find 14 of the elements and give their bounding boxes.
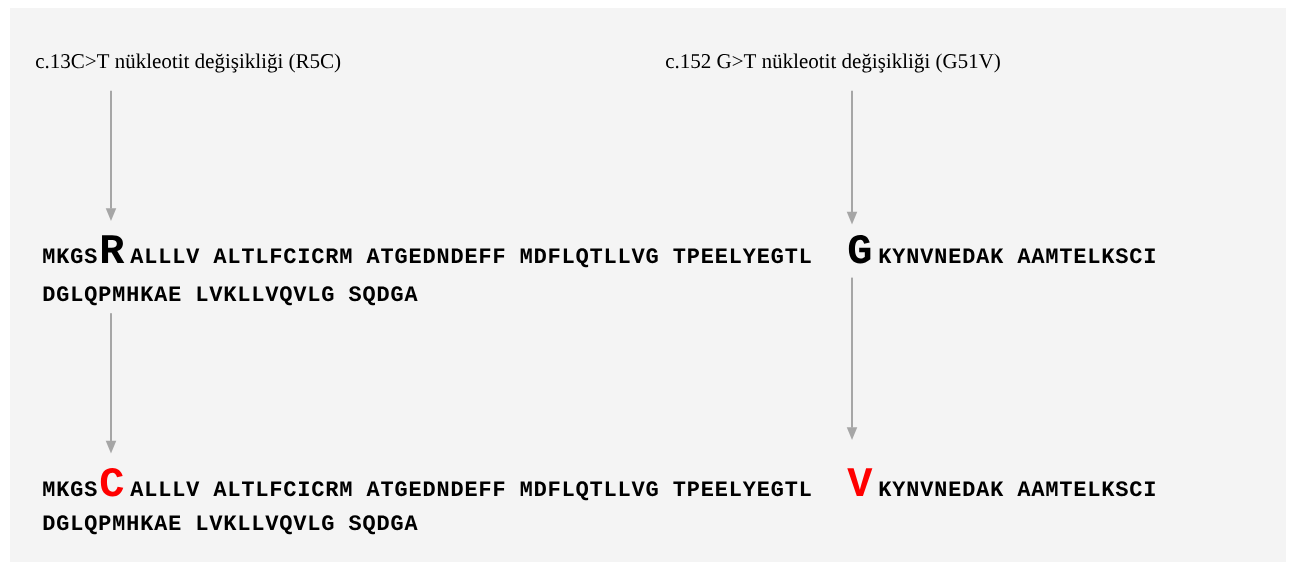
sequence-text: KYNVNEDAK AAMTELKSCI: [879, 481, 1155, 497]
residue-letter: G: [848, 234, 871, 264]
sequence-text: DGLQPMHKAE LVKLLVQVLG SQDGA: [43, 515, 418, 535]
sequence-text: ALLLV ALTLFCICRM ATGEDNDEFF MDFLQTLLVG TPEELYEGTL: [130, 248, 811, 268]
mutation-label: c.13C>T nükleotit değişikliği (R5C): [36, 53, 341, 73]
sequence-text: MKGS: [43, 481, 97, 497]
sequence-text: MKGS: [43, 248, 97, 264]
sequence-text: DGLQPMHKAE LVKLLVQVLG SQDGA: [43, 286, 418, 306]
mutation-label: c.152 G>T nükleotit değişikliği (G51V): [666, 53, 1000, 73]
residue-letter: V: [847, 468, 873, 496]
residue-letter: R: [102, 235, 125, 263]
residue-letter: C: [100, 467, 124, 497]
sequence-text: KYNVNEDAK AAMTELKSCI: [879, 248, 1155, 264]
sequence-text: ALLLV ALTLFCICRM ATGEDNDEFF MDFLQTLLVG TPEELYEGTL: [130, 481, 811, 501]
